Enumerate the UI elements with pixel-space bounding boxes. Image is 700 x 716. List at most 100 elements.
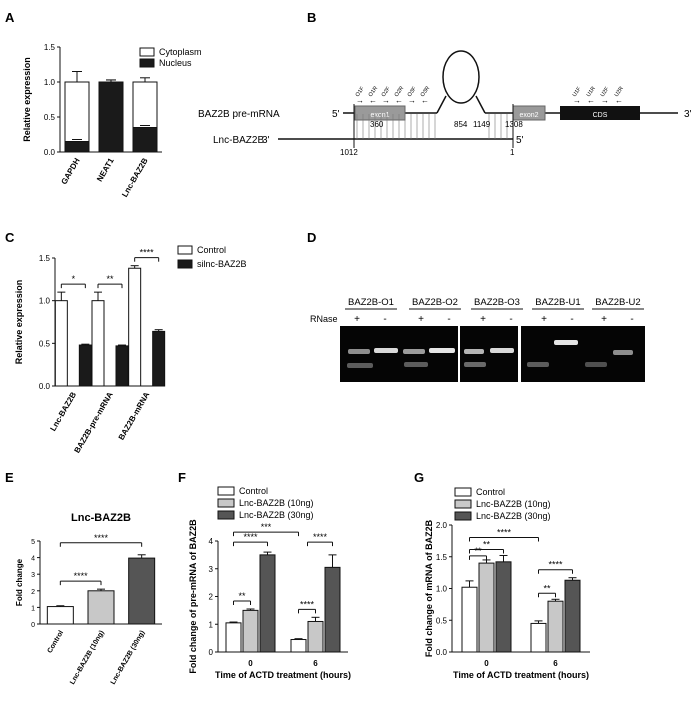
panel-g-label: G (414, 470, 424, 485)
x-tick-label: 6 (553, 659, 558, 668)
rnase-plus: + (354, 314, 360, 325)
lane-label: BAZ2B-O2 (412, 297, 458, 308)
rnase-minus: - (509, 314, 512, 325)
panel-a-label: A (5, 10, 15, 25)
y-tick-label: 0.5 (39, 339, 51, 348)
x-tick-label: NEAT1 (95, 156, 116, 183)
gel-band (490, 348, 514, 353)
primer-arrow: ← (421, 96, 429, 105)
bar (564, 579, 581, 653)
bar (98, 81, 124, 153)
legend-label: Lnc-BAZ2B (10ng) (239, 498, 314, 508)
sig-stars: * (72, 274, 76, 284)
bar (259, 554, 276, 653)
x-tick-label: BAZ2B-pre-mRNA (72, 390, 114, 454)
legend-label: Lnc-BAZ2B (30ng) (476, 511, 551, 521)
bar (64, 81, 90, 142)
y-tick-label: 1.0 (39, 297, 51, 306)
primer-label: U1R (586, 86, 597, 98)
sig-stars: **** (300, 599, 315, 609)
exon1-box (354, 105, 406, 121)
cds-box (560, 106, 640, 120)
sig-stars: ** (238, 591, 246, 601)
bar (87, 590, 115, 625)
y-tick-label: 2 (209, 593, 214, 602)
pos-1149: 1149 (473, 120, 491, 129)
sig-stars: ** (474, 546, 482, 556)
gel-band (348, 349, 370, 354)
x-tick-label: Control (47, 629, 66, 654)
primer-arrow: → (408, 96, 416, 105)
legend-swatch (217, 486, 235, 496)
five-prime-top: 5' (332, 109, 340, 120)
y-tick-label: 1.5 (436, 553, 448, 562)
gel-band (374, 348, 398, 353)
gel-band (464, 362, 486, 367)
exon2-label: exon2 (519, 112, 538, 119)
bar (128, 557, 156, 625)
x-axis-label: Time of ACTD treatment (hours) (215, 670, 351, 680)
gel-band (554, 340, 578, 345)
legend-swatch (177, 259, 193, 269)
x-tick-label: Lnc-BAZ2B (120, 156, 150, 198)
sig-stars: **** (140, 248, 155, 258)
y-axis-label: Fold change of pre-mRNA of BAZ2B (188, 519, 198, 674)
loop-leg-right (475, 95, 486, 114)
x-axis-label: Time of ACTD treatment (hours) (453, 670, 589, 680)
gel-band (613, 350, 633, 355)
sig-stars: **** (497, 527, 512, 537)
bar (46, 606, 74, 625)
y-tick-label: 5 (31, 539, 35, 546)
bar (115, 345, 129, 387)
sig-stars: **** (243, 532, 258, 542)
rnase-minus: - (383, 314, 386, 325)
y-tick-label: 1.0 (44, 78, 56, 87)
primers-u: U1F→U1R←U2F→U2R← (572, 86, 625, 105)
legend-swatch (454, 499, 472, 509)
legend-swatch (454, 487, 472, 497)
primer-label: U2R (614, 86, 625, 98)
primer-arrow: → (382, 96, 390, 105)
rnase-label: RNase (310, 314, 338, 324)
y-tick-label: 0.5 (436, 616, 448, 625)
primer-label: O1F (355, 85, 366, 98)
gel-band (429, 348, 455, 353)
lane-label: BAZ2B-U2 (595, 297, 640, 308)
y-tick-label: 0.0 (44, 148, 56, 157)
rnase-minus: - (630, 314, 633, 325)
x-tick-label: 0 (484, 659, 489, 668)
primer-arrow: ← (369, 96, 377, 105)
x-tick-label: GAPDH (59, 156, 81, 186)
y-tick-label: 0 (209, 648, 214, 657)
bar (54, 300, 68, 387)
bar (530, 622, 547, 653)
bar (495, 561, 512, 653)
bar (152, 330, 166, 387)
primer-arrow: → (356, 96, 364, 105)
bar (78, 344, 92, 387)
y-tick-label: 0.5 (44, 113, 56, 122)
legend-label: Cytoplasm (159, 47, 202, 57)
gel-band (527, 362, 549, 367)
gel-band (404, 362, 428, 367)
legend-swatch (454, 511, 472, 521)
bar (132, 81, 158, 128)
complementary-hatch (356, 114, 508, 139)
primer-label: O3F (407, 85, 418, 98)
y-tick-label: 2.0 (436, 521, 448, 530)
y-tick-label: 1 (31, 605, 35, 612)
y-tick-label: 3 (209, 565, 214, 574)
bar (132, 127, 158, 153)
y-tick-label: 1.5 (44, 43, 56, 52)
x-tick-label: Lnc-BAZ2B (10ng) (69, 630, 106, 686)
primer-arrow: ← (615, 96, 623, 105)
pos-854: 854 (454, 120, 468, 129)
gene-diagram: BAZ2B pre-mRNA Lnc-BAZ2B 5' 3' 3' 5' exo… (198, 50, 692, 157)
bar (225, 622, 242, 653)
bar (91, 300, 105, 387)
y-tick-label: 4 (209, 537, 214, 546)
rnase-minus: - (570, 314, 573, 325)
pos-360: 360 (370, 120, 384, 129)
